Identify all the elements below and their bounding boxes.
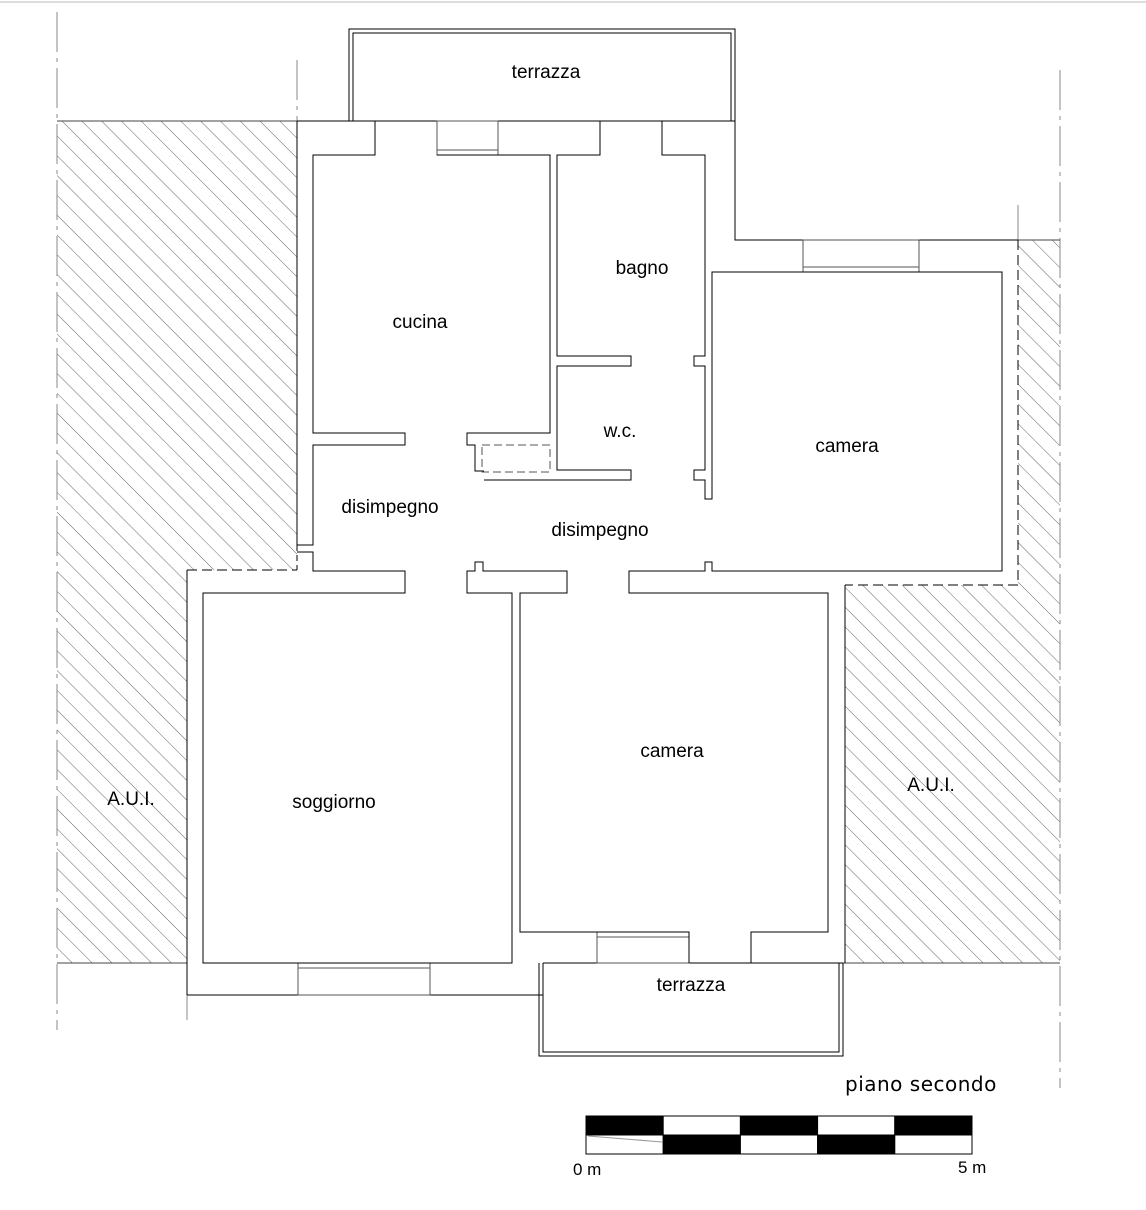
scale-bar-segment <box>894 1115 973 1136</box>
windows <box>297 120 920 996</box>
bagno-wc-walls <box>202 121 1003 964</box>
terrazza-top-outline <box>348 28 736 121</box>
scale-bar <box>585 1115 973 1155</box>
room-label-terrazza-bottom: terrazza <box>656 975 726 996</box>
room-label-wc: w.c. <box>603 421 637 442</box>
scale-bar-segment <box>739 1134 819 1155</box>
scale-bar-segment <box>817 1134 896 1155</box>
room-label-bagno: bagno <box>615 258 669 279</box>
room-label-camera-bottom: camera <box>640 741 704 762</box>
scale-bar-segment <box>817 1115 896 1136</box>
cucina-walls <box>297 121 551 546</box>
aui-hatch-right <box>845 240 1060 963</box>
room-label-disimpegno-left: disimpegno <box>341 497 439 518</box>
scale-start-label: 0 m <box>573 1160 602 1179</box>
scale-end-label: 5 m <box>958 1158 987 1177</box>
room-label-disimpegno-center: disimpegno <box>551 520 649 541</box>
terrazza-bottom-outline <box>538 962 844 1057</box>
room-label-terrazza-top: terrazza <box>511 62 581 83</box>
plan-title: piano secondo <box>845 1072 997 1096</box>
aui-hatch-left <box>57 121 297 963</box>
room-label-cucina: cucina <box>392 312 448 333</box>
room-label-soggiorno: soggiorno <box>292 792 376 813</box>
area-label-aui-right: A.U.I. <box>907 775 955 796</box>
scale-bar-segment <box>739 1115 819 1136</box>
scale-bar-segment <box>585 1134 664 1155</box>
scale-bar-segment <box>662 1134 741 1155</box>
scale-bar-segment <box>585 1115 664 1136</box>
room-label-camera-right: camera <box>815 436 879 457</box>
scale-bar-segment <box>894 1134 973 1155</box>
area-label-aui-left: A.U.I. <box>107 789 155 810</box>
scale-bar-segment <box>662 1115 741 1136</box>
